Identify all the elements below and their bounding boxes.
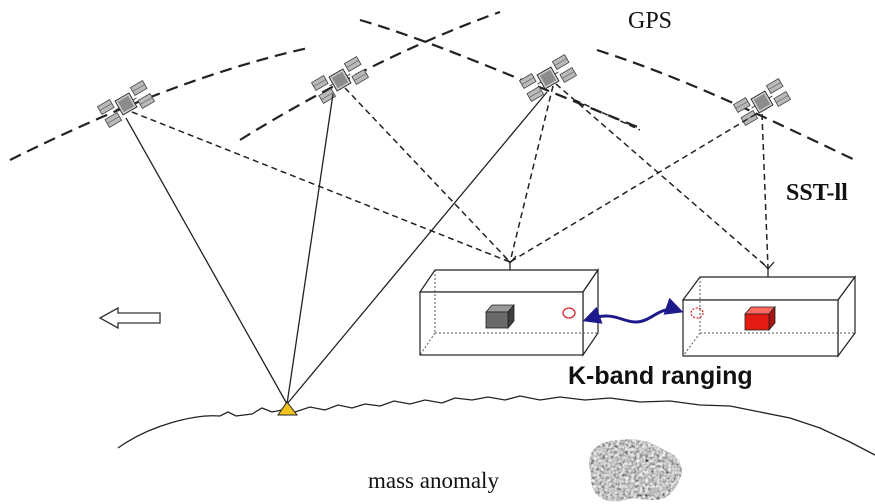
sst-link <box>574 99 641 131</box>
orbit-arc-2 <box>239 10 501 141</box>
orbit-arc-4 <box>596 48 856 161</box>
sst-link <box>509 85 554 263</box>
gps-label: GPS <box>628 8 673 34</box>
flight-direction-arrow-icon <box>98 306 161 330</box>
gps-satellites <box>96 54 792 128</box>
antenna-icon <box>761 261 775 277</box>
k-band-ranging-label: K-band ranging <box>568 362 753 390</box>
mass-anomaly-blob <box>589 439 682 502</box>
sst-link-lines <box>131 83 769 269</box>
test-mass-cube-icon <box>485 303 515 330</box>
orbit-arc-3 <box>359 18 641 130</box>
sst-link <box>509 113 757 263</box>
sst-link <box>131 111 511 263</box>
earth-surface <box>117 395 875 456</box>
ranging-ring-icon <box>562 307 576 319</box>
leo-satellite-right <box>681 261 857 358</box>
box-top-face <box>681 276 857 301</box>
ground-station-marker <box>277 401 299 416</box>
leo-satellite-left <box>418 255 600 357</box>
satellite-icon <box>310 56 370 104</box>
sst-link <box>555 83 769 269</box>
box-top-face <box>418 269 600 293</box>
tracking-line <box>125 117 288 405</box>
orbit-arc-1 <box>9 46 309 161</box>
antenna-icon <box>503 255 517 270</box>
tracking-line <box>286 93 334 405</box>
k-band-ranging-arrow <box>582 297 684 324</box>
satellite-icon <box>96 80 156 128</box>
ranging-ring-icon <box>690 307 704 319</box>
ground-tracking-lines <box>125 91 548 405</box>
tracking-line <box>286 91 548 405</box>
mass-anomaly-label: mass anomaly <box>368 468 499 493</box>
sst-link <box>761 113 769 269</box>
sst-label: SST-ll <box>786 180 848 206</box>
test-mass-cube-icon <box>744 305 776 332</box>
